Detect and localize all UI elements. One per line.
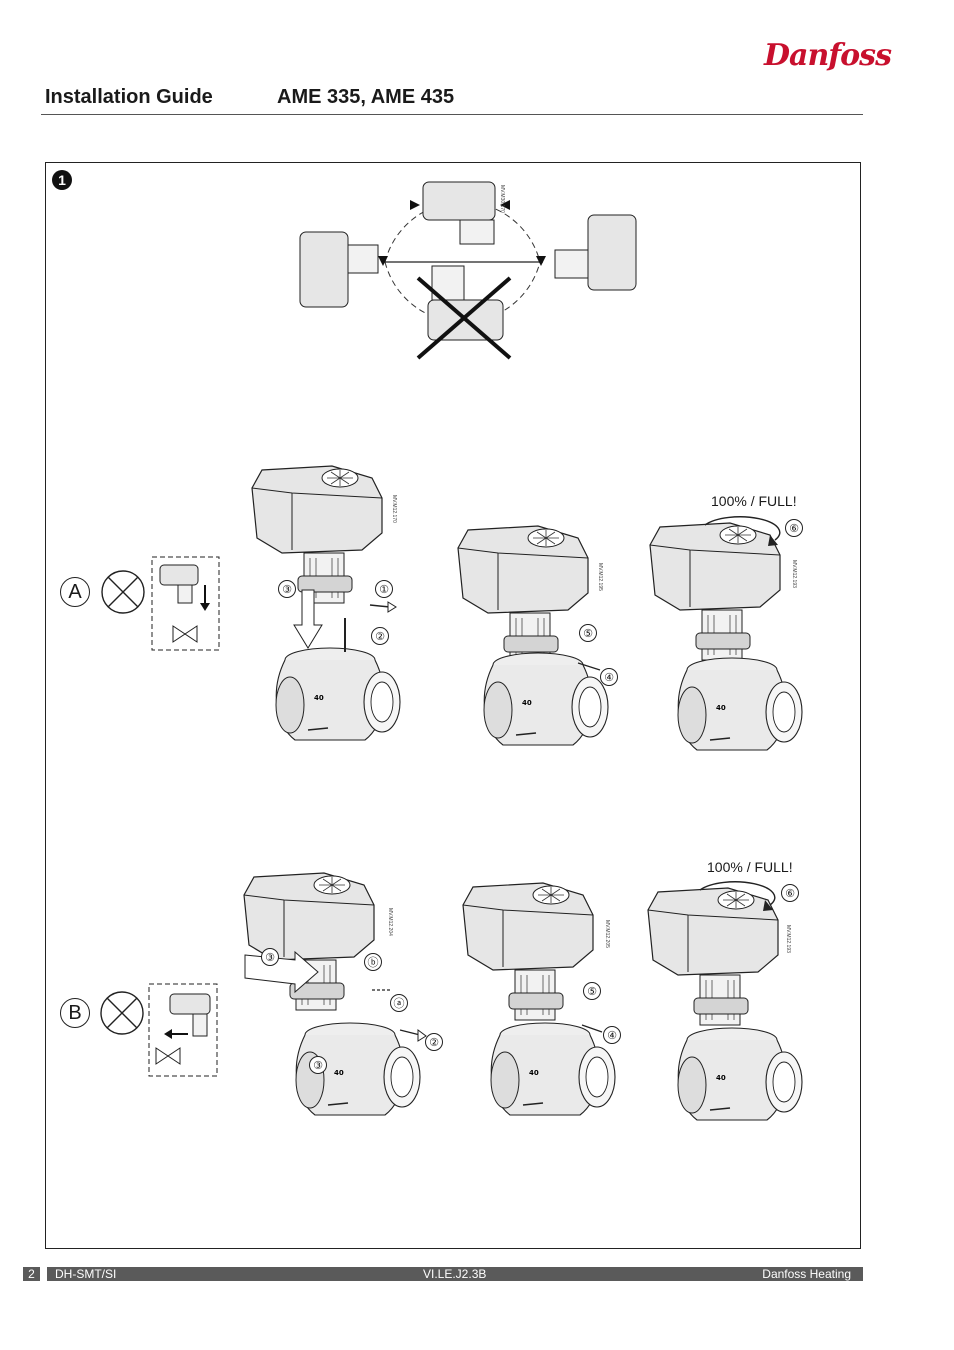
figure-frame (45, 162, 861, 1249)
logo-text: Danfoss (764, 38, 892, 73)
row-b-step-marker-1a: ⓐ (390, 994, 408, 1012)
orientation-diagram (299, 181, 637, 360)
row-b-drawing-code-3: MV.M12.193 (785, 925, 791, 953)
row-b-step-marker-1b: ⓑ (364, 953, 382, 971)
row-b-drawing-code-2: MV.M12.205 (604, 920, 610, 948)
row-a-step-marker-5: ⑤ (579, 624, 597, 642)
danfoss-logo: Danfoss (764, 38, 892, 76)
row-b-drawing-code-1: MV.M12.204 (387, 908, 393, 936)
mode-a-label: A (60, 577, 90, 607)
row-a-step-marker-2: ② (371, 627, 389, 645)
row-a-step-marker-1: ① (375, 580, 393, 598)
row-a-drawing-code-2: MV.M12.195 (597, 563, 603, 591)
figure-number: 1 (52, 170, 72, 190)
row-a-step-3-drawing (649, 516, 803, 751)
row-b-step-marker-6: ⑥ (781, 884, 799, 902)
row-a-step-1-drawing (251, 465, 401, 741)
row-b-step-marker-4: ④ (603, 1026, 621, 1044)
footer-company: Danfoss Heating (762, 1267, 851, 1281)
orientation-drawing-code: MV.M30.170 (499, 185, 505, 213)
product-name: AME 335, AME 435 (277, 86, 455, 108)
row-a-drawing-code-1: MV.M12.170 (391, 495, 397, 523)
row-a-step-marker-4: ④ (600, 668, 618, 686)
row-a-step-marker-3: ③ (278, 580, 296, 598)
row-a-drawing-code-3: MV.M12.193 (791, 560, 797, 588)
row-a-full-label: 100% / FULL! (711, 493, 797, 509)
row-b-direction-box (100, 983, 218, 1077)
document-title: Installation Guide (45, 86, 213, 108)
row-b-step-marker-3a: ③ (261, 948, 279, 966)
row-b-step-marker-2: ② (425, 1033, 443, 1051)
document-header: Installation Guide AME 335, AME 435 (45, 86, 865, 114)
page-footer: 2 DH-SMT/SI VI.LE.J2.3B Danfoss Heating (23, 1267, 863, 1281)
row-b-step-marker-3b: ③ (309, 1056, 327, 1074)
mode-b-label: B (60, 998, 90, 1028)
footer-document-number: VI.LE.J2.3B (423, 1267, 487, 1281)
row-b-step-2-drawing (462, 882, 616, 1116)
footer-department: DH-SMT/SI (55, 1267, 117, 1281)
page-number: 2 (23, 1267, 40, 1281)
footer-gap (40, 1267, 47, 1281)
row-a-step-2-drawing (457, 525, 609, 746)
row-b-step-marker-5: ⑤ (583, 982, 601, 1000)
row-a-step-marker-6: ⑥ (785, 519, 803, 537)
header-rule (23, 114, 863, 115)
header-rule-gap (23, 114, 41, 115)
row-b-full-label: 100% / FULL! (707, 859, 793, 875)
row-a-direction-box (101, 556, 220, 651)
row-b-step-3-drawing (647, 881, 803, 1121)
